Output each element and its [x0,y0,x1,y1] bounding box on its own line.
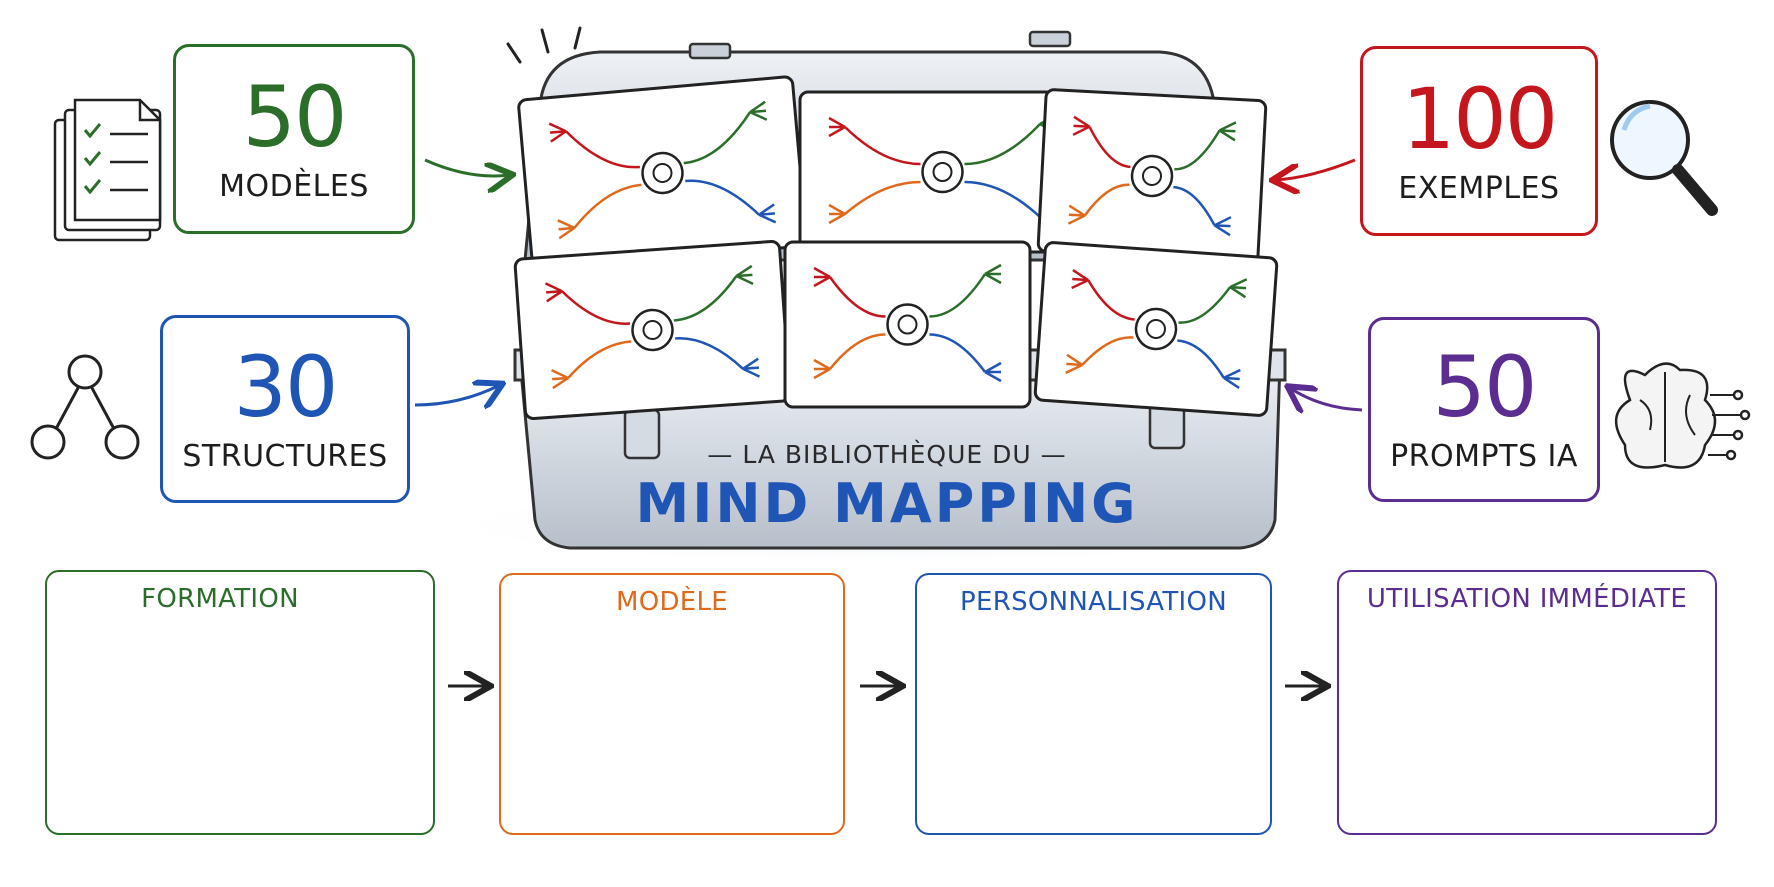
growth-chart-icon [1134,307,1178,351]
magnifying-glass-icon [1610,100,1718,216]
stat-models: 50 MODÈLES [173,44,415,234]
step-formation: FORMATION [45,570,435,835]
library-title: MIND MAPPING [635,472,1139,535]
stat-structures: 30 STRUCTURES [160,315,410,503]
speech-bubble-icon [631,308,674,352]
stat-examples-label: EXEMPLES [1398,170,1560,206]
mind-map-card [1033,241,1279,417]
stat-prompts-number: 50 [1432,338,1538,436]
documents-checklist-icon [53,98,162,242]
mind-map-card [783,240,1032,409]
tree-structure-icon [30,354,140,460]
arrow-structures-to-toolbox [414,385,500,405]
step-utilisation: UTILISATION IMMÉDIATE [1337,570,1717,835]
lightbulb-icon [1130,154,1174,198]
mind-map-card [1036,88,1268,264]
step-modele: MODÈLE [499,573,845,835]
stat-examples: 100 EXEMPLES [1360,46,1598,236]
people-group-icon [921,150,964,194]
mind-map-card [517,75,808,271]
clipboard-icon [886,303,929,346]
step-formation-label: FORMATION [141,584,299,614]
step-personnalisation-label: PERSONNALISATION [960,587,1227,617]
step-personnalisation: PERSONNALISATION [915,573,1272,835]
mind-map-cards [513,75,1279,421]
arrow-examples-to-toolbox [1275,158,1356,180]
stat-structures-label: STRUCTURES [182,438,388,474]
stat-prompts: 50 PROMPTS IA [1368,317,1600,502]
step-modele-label: MODÈLE [615,587,729,617]
library-subtitle: — LA BIBLIOTHÈQUE DU — [707,440,1067,469]
stat-structures-number: 30 [233,337,339,436]
mind-map-card [513,239,792,421]
target-icon [641,151,684,195]
ai-brain-icon [1615,362,1751,469]
stat-examples-number: 100 [1401,69,1558,168]
arrow-prompts-to-toolbox [1290,388,1363,410]
mind-map-card [798,90,1087,254]
stat-models-label: MODÈLES [219,168,369,204]
stat-prompts-label: PROMPTS IA [1390,439,1578,474]
stat-models-number: 50 [242,67,348,166]
step-utilisation-label: UTILISATION IMMÉDIATE [1366,584,1688,614]
arrow-models-to-toolbox [424,158,510,176]
